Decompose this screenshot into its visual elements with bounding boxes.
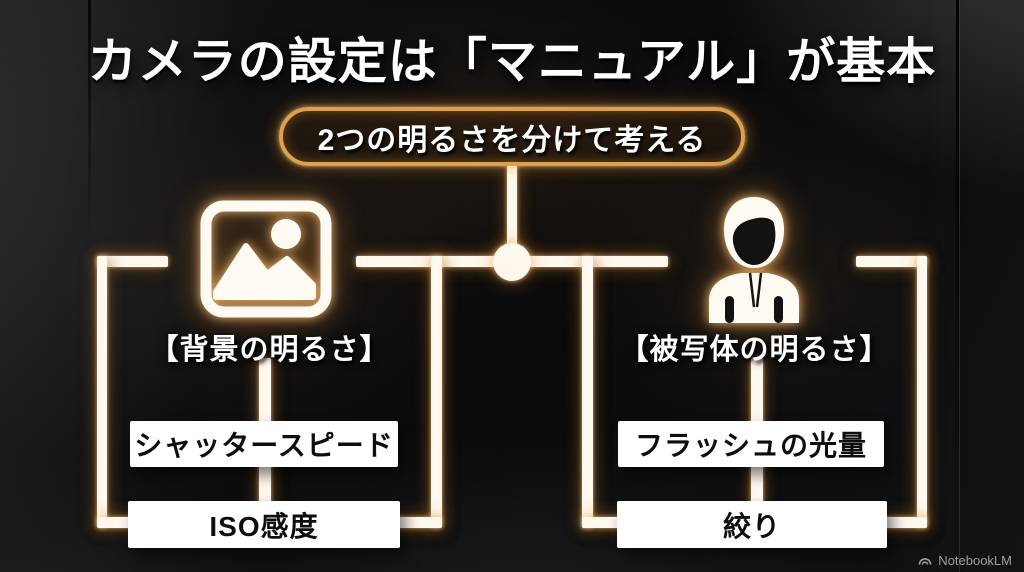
- page-title: カメラの設定は「マニュアル」が基本: [87, 35, 937, 89]
- branch-subject-brightness: 【被写体の明るさ】 フラッシュの光量 絞り: [582, 190, 927, 550]
- bracket-outer-line: [917, 256, 927, 528]
- bracket-outer-line: [97, 256, 107, 528]
- root-badge: 2つの明るさを分けて考える: [279, 107, 745, 166]
- image-icon: [200, 200, 332, 318]
- watermark-label: NotebookLM: [938, 553, 1012, 568]
- stem-line: [507, 164, 517, 254]
- watermark: NotebookLM: [917, 553, 1012, 568]
- setting-box-shutter-speed: シャッタースピード: [130, 421, 398, 467]
- branch-label: 【被写体の明るさ】: [619, 334, 890, 366]
- bracket-inner-line: [582, 256, 593, 528]
- notebooklm-logo-icon: [918, 558, 932, 565]
- root-node-circle: [493, 243, 531, 281]
- background-seam-left: [88, 0, 91, 250]
- bracket-inner-line: [431, 256, 442, 528]
- bracket-top-arm-line: [97, 256, 168, 267]
- setting-box-flash-power: フラッシュの光量: [618, 421, 884, 467]
- setting-box-iso: ISO感度: [128, 501, 400, 548]
- background-seam-right: [956, 0, 959, 572]
- branch-background-brightness: 【背景の明るさ】 シャッタースピード ISO感度: [97, 190, 442, 550]
- bracket-top-arm-line: [856, 256, 927, 267]
- root-badge-label: 2つの明るさを分けて考える: [317, 123, 707, 157]
- setting-box-aperture: 絞り: [617, 501, 887, 548]
- person-icon: [709, 197, 799, 323]
- branch-label: 【背景の明るさ】: [149, 334, 390, 366]
